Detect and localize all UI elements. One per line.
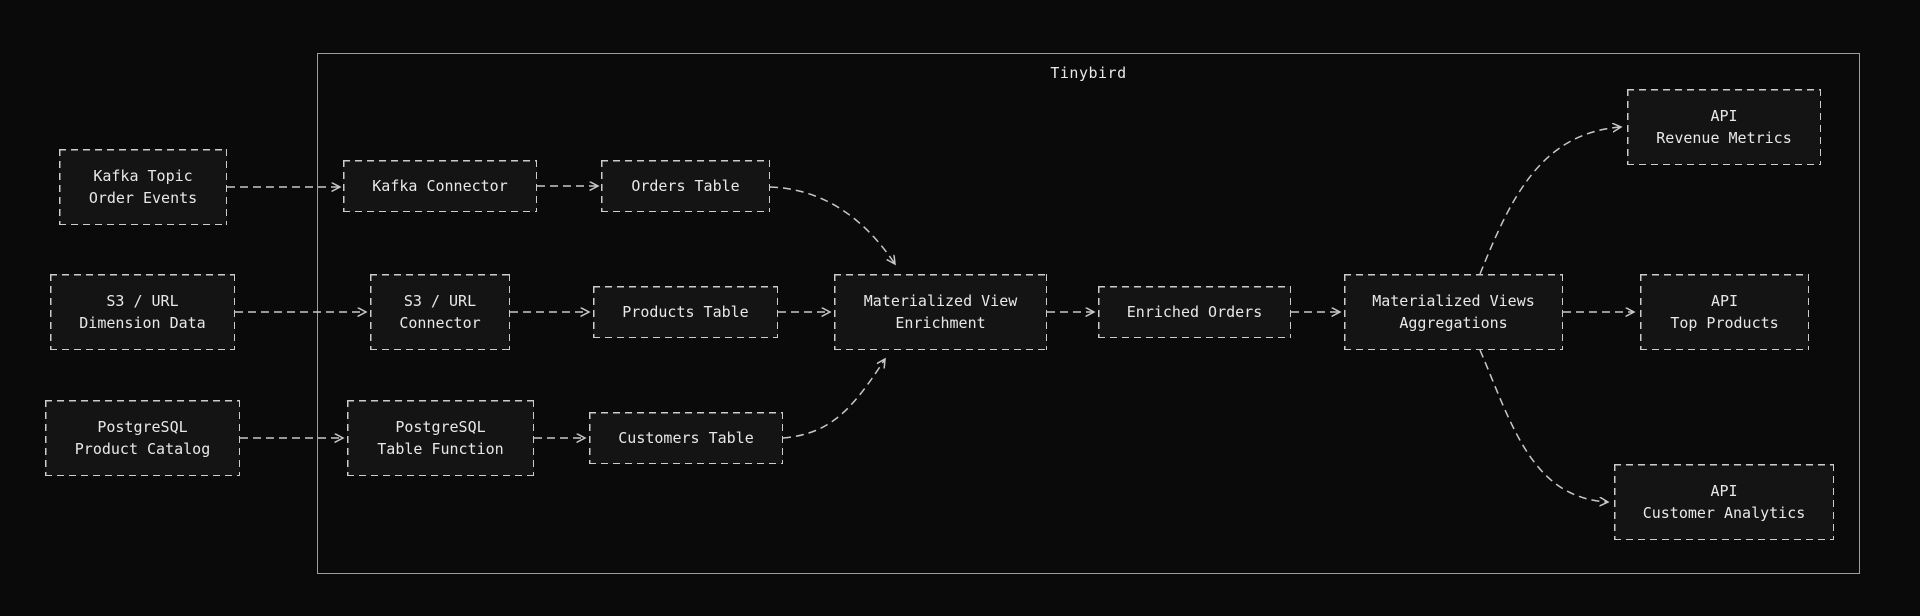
node-label-line: Kafka Connector [372, 176, 508, 195]
node-pg-table-function: PostgreSQL Table Function [347, 400, 534, 476]
node-label-line: Order Events [88, 189, 198, 207]
edge-mv-aggregations-to-api-customer [1479, 349, 1608, 502]
node-label-line: API [1710, 291, 1739, 310]
edge-mv-aggregations-to-api-revenue [1479, 127, 1621, 275]
edge-orders-table-to-mv-enrichment [769, 186, 895, 264]
node-label-line: PostgreSQL [395, 417, 486, 436]
node-label-line: Product Catalog [74, 440, 211, 458]
node-api-customer: API Customer Analytics [1614, 464, 1834, 540]
node-api-revenue: API Revenue Metrics [1627, 89, 1821, 165]
node-label-line: Products Table [622, 302, 749, 321]
node-label-line: Orders Table [631, 176, 740, 195]
node-label-line: Aggregations [1399, 314, 1508, 332]
tinybird-container: Tinybird [317, 53, 1860, 574]
node-customers-table: Customers Table [589, 412, 783, 464]
node-enriched-orders: Enriched Orders [1098, 286, 1291, 338]
node-label-line: API [1710, 106, 1738, 125]
node-label-line: Customer Analytics [1642, 504, 1806, 522]
node-s3-dimension: S3 / URL Dimension Data [50, 274, 235, 350]
node-label-line: Customers Table [618, 428, 754, 447]
node-label-line: Materialized View [863, 291, 1018, 310]
node-products-table: Products Table [593, 286, 778, 338]
node-label-line: S3 / URL [106, 291, 179, 310]
edge-customers-table-to-mv-enrichment [782, 359, 885, 439]
node-orders-table: Orders Table [601, 160, 770, 212]
node-label-line: PostgreSQL [97, 417, 188, 436]
node-label-line: Enrichment [895, 314, 986, 332]
node-label-line: Kafka Topic [93, 166, 193, 185]
node-label-line: Enriched Orders [1126, 302, 1263, 321]
node-label-line: Dimension Data [79, 314, 206, 332]
node-label-line: Connector [399, 314, 481, 332]
node-label-line: Table Function [377, 440, 504, 458]
node-label-line: Revenue Metrics [1656, 129, 1792, 147]
node-label-line: Materialized Views [1372, 291, 1535, 310]
node-label-line: API [1710, 481, 1738, 500]
node-pg-catalog: PostgreSQL Product Catalog [45, 400, 240, 476]
node-label-line: Top Products [1670, 314, 1779, 332]
tinybird-container-label: Tinybird [1050, 64, 1127, 82]
node-label-line: S3 / URL [403, 291, 477, 310]
node-kafka-connector: Kafka Connector [343, 160, 537, 212]
node-s3-connector: S3 / URL Connector [370, 274, 510, 350]
node-api-top-products: API Top Products [1640, 274, 1809, 350]
